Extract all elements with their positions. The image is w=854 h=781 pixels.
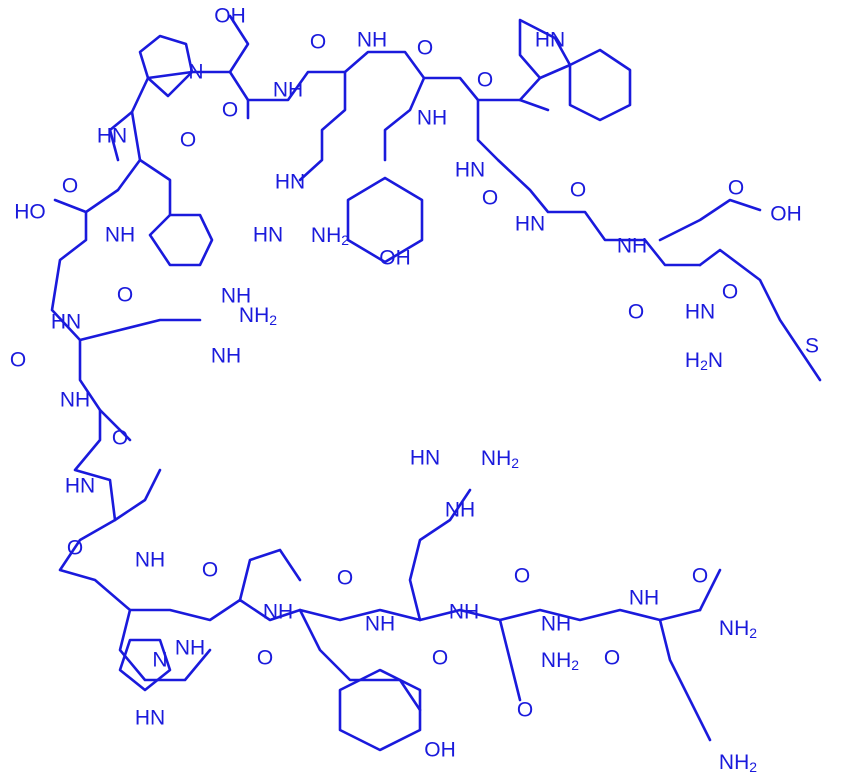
bond-path-14	[98, 408, 132, 442]
atom-label-42: NH	[135, 549, 165, 572]
bond-path-1	[146, 70, 347, 102]
atom-label-18: NH2	[311, 224, 349, 249]
bond-path-22	[698, 568, 722, 612]
bond-path-13	[78, 318, 202, 342]
bond-path-6	[383, 76, 426, 162]
ring-1	[138, 34, 194, 80]
atom-label-37: O	[10, 349, 26, 372]
atom-label-15: NH	[105, 224, 135, 247]
atom-label-13: O	[62, 175, 78, 198]
atom-label-24: NH	[617, 235, 647, 258]
atom-label-48: O	[257, 647, 273, 670]
bond-path-4	[343, 50, 542, 102]
bond-path-19	[408, 488, 472, 622]
bond-path-8	[518, 98, 550, 112]
atom-label-31: S	[805, 335, 819, 358]
atom-label-1: OH	[214, 5, 246, 28]
ring-5	[568, 48, 632, 122]
atom-label-40: HN	[65, 475, 95, 498]
atom-label-3: O	[222, 99, 238, 122]
atom-label-11: HN	[97, 125, 127, 148]
atom-label-65: NH2	[719, 751, 757, 776]
bond-path-2	[228, 14, 250, 74]
atom-label-27: O	[722, 281, 738, 304]
atom-label-33: O	[117, 284, 133, 307]
atom-label-5: O	[310, 31, 326, 54]
atom-label-49: O	[337, 567, 353, 590]
atom-label-19: OH	[379, 247, 411, 270]
atom-label-61: NH	[629, 587, 659, 610]
atom-label-2: N	[188, 61, 203, 84]
bond-path-16	[128, 598, 702, 622]
atom-label-39: O	[112, 427, 128, 450]
atom-label-20: HN	[455, 159, 485, 182]
atom-label-21: O	[482, 187, 498, 210]
bond-path-18	[298, 608, 422, 712]
atom-label-59: NH	[541, 613, 571, 636]
atom-label-56: O	[514, 565, 530, 588]
atom-label-51: O	[432, 647, 448, 670]
atom-label-62: O	[692, 565, 708, 588]
atom-label-6: NH	[357, 29, 387, 52]
ring-7	[338, 668, 422, 752]
bond-path-21	[658, 618, 712, 742]
atom-label-12: O	[180, 129, 196, 152]
bond-path-23	[698, 248, 822, 382]
atom-label-8: HN	[535, 29, 565, 52]
atom-label-4: NH	[273, 79, 303, 102]
atom-label-28: O	[728, 177, 744, 200]
bond-path-24	[658, 198, 762, 242]
atom-label-43: O	[202, 559, 218, 582]
atom-label-46: HN	[135, 707, 165, 730]
bond-path-15	[113, 468, 162, 522]
atom-label-17: HN	[253, 224, 283, 247]
bond-path-10	[50, 110, 212, 682]
atom-label-7: O	[417, 37, 433, 60]
ring-4	[518, 18, 572, 80]
bond-path-11	[138, 158, 172, 217]
atom-label-57: NH2	[541, 649, 579, 674]
atom-label-32: HN	[51, 311, 81, 334]
atom-label-53: NH2	[481, 447, 519, 472]
bond-path-7	[476, 98, 702, 267]
bond-layer	[50, 14, 822, 752]
atom-label-14: HO	[14, 201, 46, 224]
atom-label-44: NH	[175, 637, 205, 660]
atom-label-9: NH	[417, 107, 447, 130]
ring-2	[148, 213, 214, 267]
bond-path-20	[498, 618, 522, 702]
atom-label-50: NH	[365, 613, 395, 636]
atom-label-35: NH2	[239, 304, 277, 329]
atom-label-58: O	[517, 699, 533, 722]
atom-label-23: O	[570, 179, 586, 202]
atom-label-63: NH2	[719, 617, 757, 642]
bond-path-5	[298, 70, 347, 182]
atom-label-38: NH	[60, 389, 90, 412]
atom-label-16: HN	[275, 171, 305, 194]
bond-path-9	[108, 76, 150, 162]
bond-path-17	[238, 548, 302, 602]
atom-label-55: NH	[449, 601, 479, 624]
bond-path-12	[53, 198, 88, 214]
atom-label-47: NH	[263, 601, 293, 624]
atom-label-10: O	[477, 69, 493, 92]
atom-label-34: NH	[221, 285, 251, 308]
atom-label-22: HN	[515, 213, 545, 236]
ring-3	[346, 176, 424, 264]
atom-label-45: N	[152, 649, 167, 672]
ring-6	[118, 638, 172, 692]
atom-label-54: NH	[445, 499, 475, 522]
atom-label-26: HN	[685, 301, 715, 324]
atom-label-64: OH	[424, 739, 456, 762]
atom-label-36: NH	[211, 345, 241, 368]
atom-label-30: H2N	[685, 349, 723, 374]
atom-label-52: HN	[410, 447, 440, 470]
atom-label-29: OH	[770, 203, 802, 226]
atom-label-60: O	[604, 647, 620, 670]
atom-label-25: O	[628, 301, 644, 324]
atom-label-41: O	[67, 537, 83, 560]
